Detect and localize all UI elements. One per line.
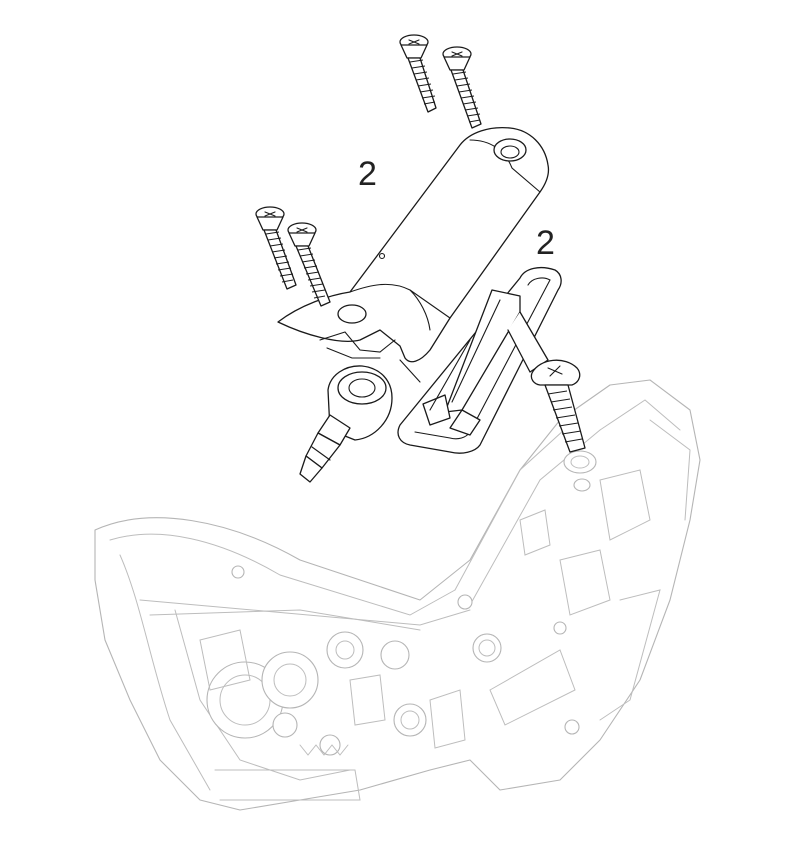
- screw-left-a: [255, 206, 297, 290]
- callout-label-cover: 2: [358, 155, 377, 193]
- leader-lines: [399, 359, 421, 383]
- callout-label-clip: 2: [536, 224, 555, 262]
- barb-fitting: [299, 365, 393, 483]
- screw-top-left: [399, 34, 437, 113]
- screw-top-right: [442, 46, 482, 129]
- screw-left-b: [287, 222, 331, 307]
- mushroom-screw: [530, 359, 586, 453]
- base-housing-ghost: [94, 379, 701, 811]
- top-cover: [277, 126, 550, 363]
